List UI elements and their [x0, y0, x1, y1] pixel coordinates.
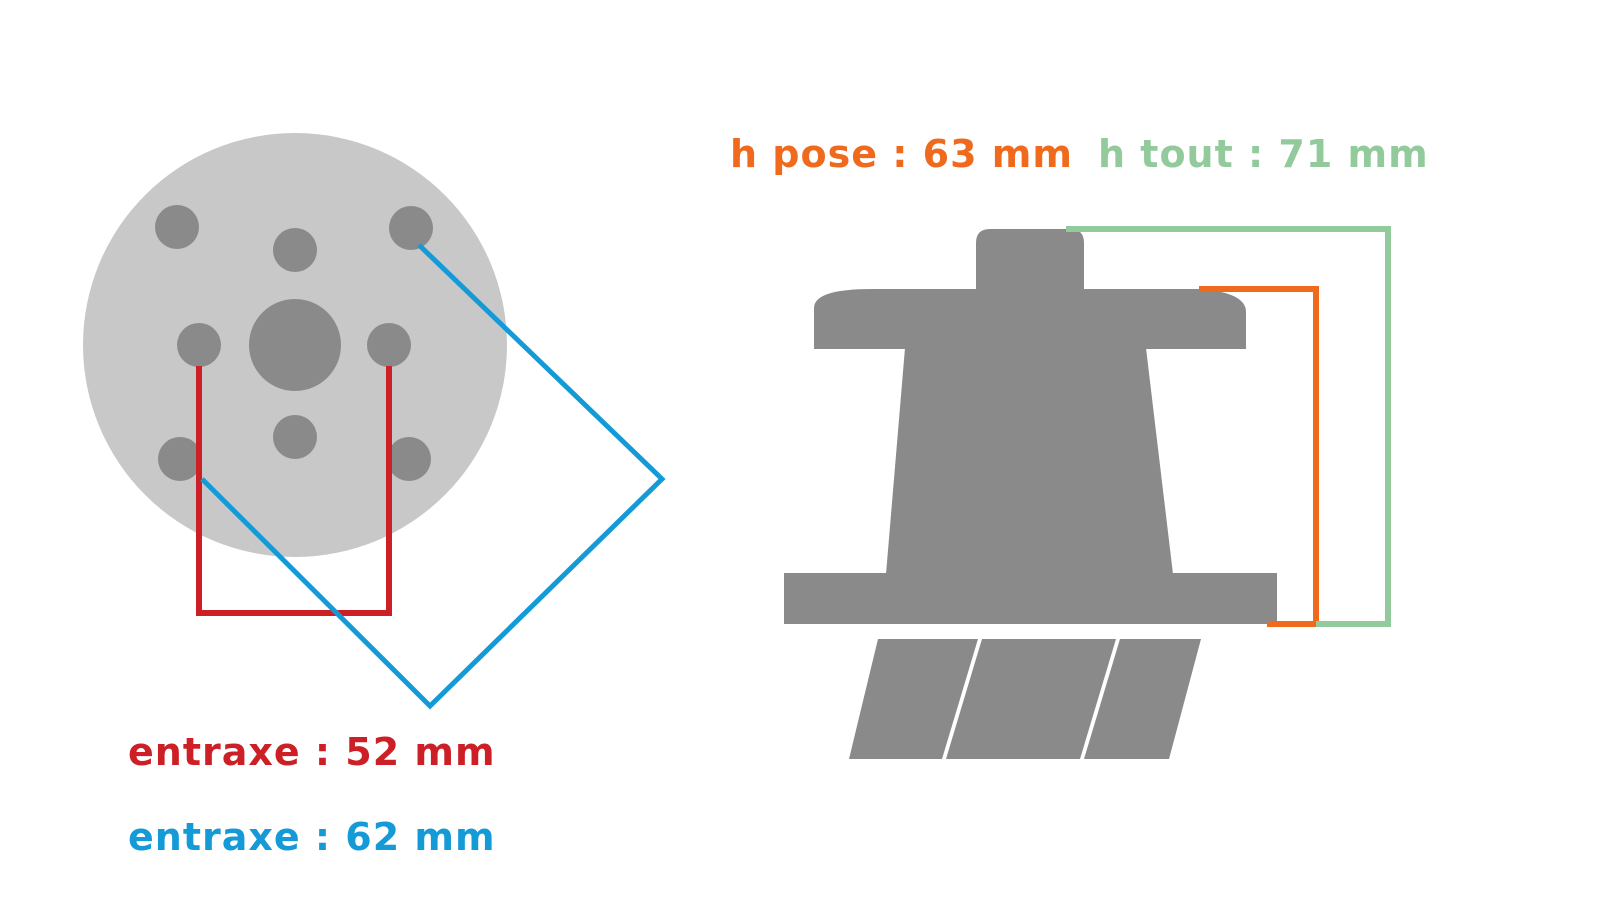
- h-tout-label: h tout : 71 mm: [1098, 132, 1429, 176]
- part-body: [886, 348, 1173, 574]
- entraxe-52-bracket: [196, 366, 392, 616]
- entraxe-62-bracket: [200, 243, 666, 710]
- bolt-hole: [367, 323, 411, 367]
- bolt-hole: [387, 437, 431, 481]
- flange-top-view: [83, 133, 507, 557]
- part-thread-segment: [849, 639, 978, 759]
- h-tout-bracket: [1066, 226, 1391, 627]
- bolt-hole: [273, 415, 317, 459]
- entraxe-62-label: entraxe : 62 mm: [128, 815, 496, 859]
- bolt-hole: [177, 323, 221, 367]
- part-top-knob: [976, 229, 1084, 292]
- part-thread-segment: [946, 639, 1116, 759]
- bolt-hole: [158, 437, 202, 481]
- h-pose-label: h pose : 63 mm: [730, 132, 1073, 176]
- bolt-hole: [273, 228, 317, 272]
- h-pose-bracket: [1199, 286, 1319, 627]
- entraxe-52-label: entraxe : 52 mm: [128, 730, 496, 774]
- part-side-view: [784, 229, 1277, 759]
- part-thread-segment: [1084, 639, 1201, 759]
- center-bore: [249, 299, 341, 391]
- part-upper-flange: [814, 289, 1246, 349]
- bolt-hole: [389, 206, 433, 250]
- part-base-flange: [784, 573, 1277, 624]
- bolt-hole: [155, 205, 199, 249]
